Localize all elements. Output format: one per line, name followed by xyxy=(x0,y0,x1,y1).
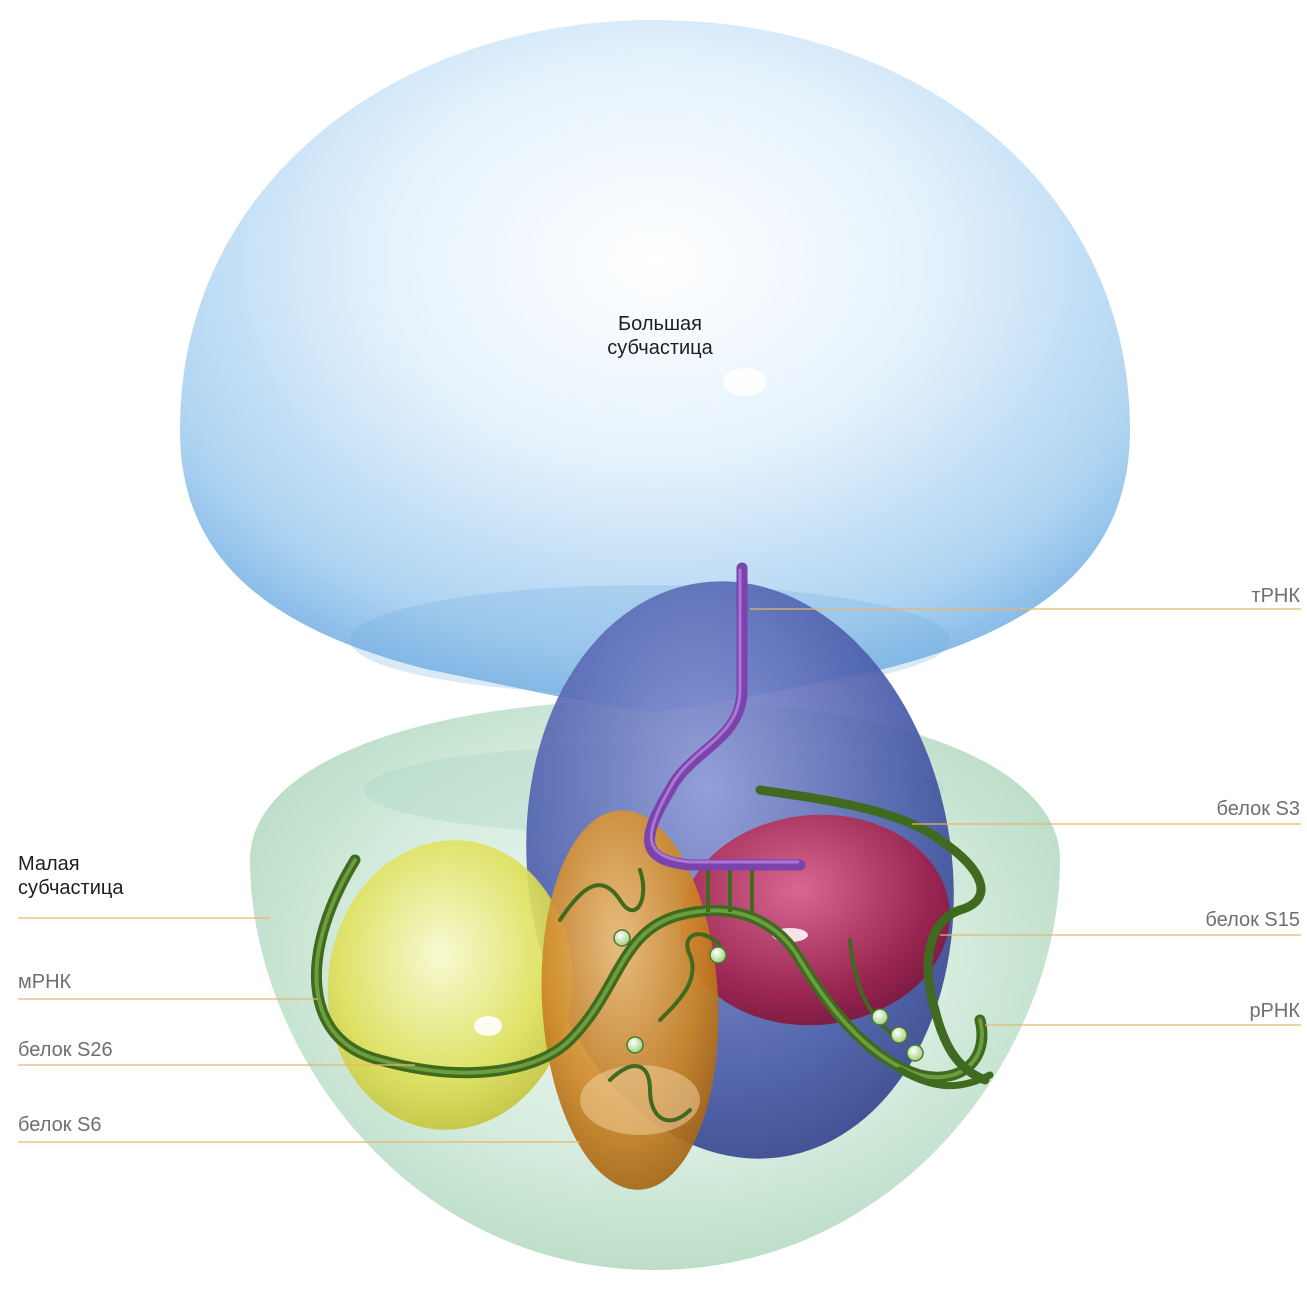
small-subunit-label-line2: субчастица xyxy=(18,876,123,900)
large-subunit-label: Большая субчастица xyxy=(580,312,740,360)
protein-s6-label: белок S6 xyxy=(18,1113,101,1137)
trna-label: тРНК xyxy=(1251,584,1300,608)
large-subunit-label-line2: субчастица xyxy=(580,336,740,360)
protein-s15-label: белок S15 xyxy=(1205,908,1300,932)
protein-s3-label: белок S3 xyxy=(1217,797,1300,821)
protein-s26-highlight xyxy=(474,1016,502,1036)
protein-s6-lower-glow xyxy=(580,1065,700,1135)
small-subunit-label: Малая субчастица xyxy=(18,852,123,900)
protein-s26-label: белок S26 xyxy=(18,1038,113,1062)
small-subunit-label-line1: Малая xyxy=(18,852,123,876)
large-subunit-label-line1: Большая xyxy=(580,312,740,336)
mrna-label: мРНК xyxy=(18,970,71,994)
rrna-label: рРНК xyxy=(1249,999,1300,1023)
large-subunit-highlight xyxy=(723,368,767,396)
